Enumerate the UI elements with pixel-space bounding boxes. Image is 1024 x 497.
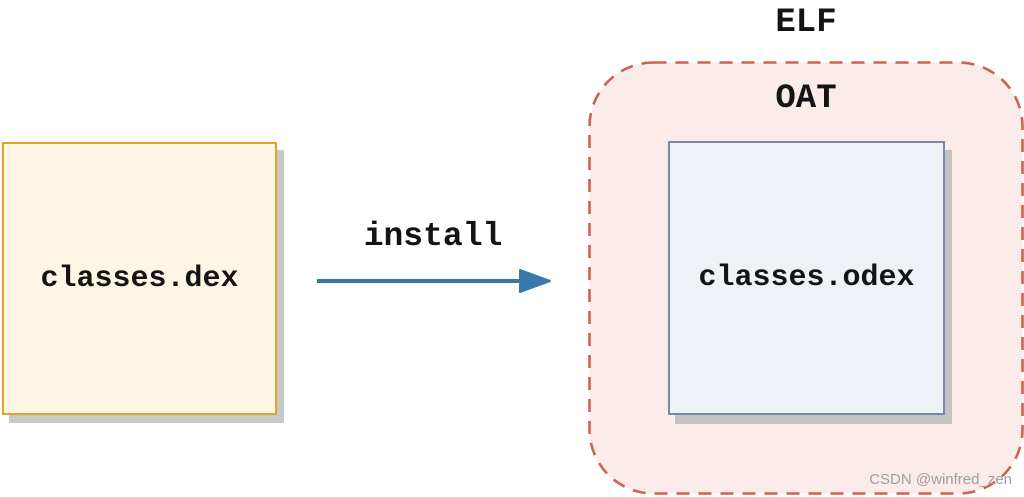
oat-label: OAT xyxy=(775,80,837,118)
classes-dex-label: classes.dex xyxy=(40,261,239,296)
install-label: install xyxy=(363,218,503,255)
watermark: CSDN @winfred_zen xyxy=(869,471,1012,488)
elf-label: ELF xyxy=(775,4,837,42)
arrow-right-icon xyxy=(317,269,551,293)
classes-odex-label: classes.odex xyxy=(698,261,915,295)
classes-odex-box: classes.odex xyxy=(668,141,945,415)
classes-dex-box: classes.dex xyxy=(2,142,277,415)
